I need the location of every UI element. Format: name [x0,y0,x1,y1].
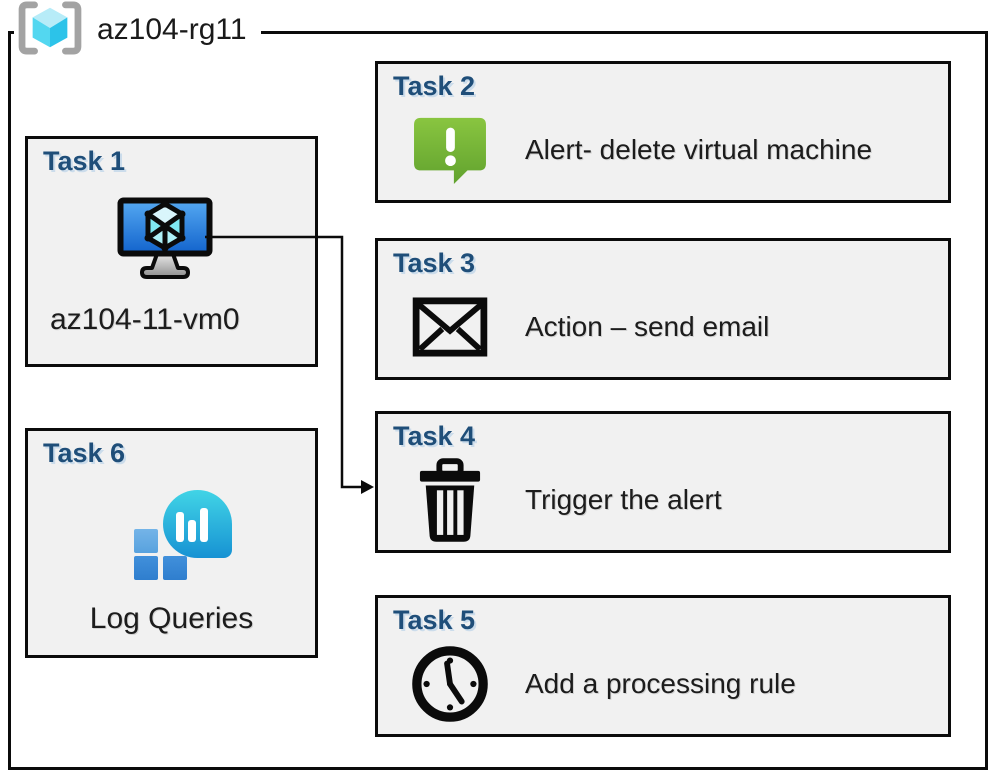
task-4-title: Task 4 [393,421,476,451]
log-queries-icon [134,486,232,582]
bar-chart-bar [200,508,208,542]
log-queries-square [163,556,187,580]
alert-message-icon [408,115,492,185]
resource-group-icon [18,0,82,60]
task-box-3: Task 3 Action – send email [375,238,951,380]
resource-group-header: az104-rg11 [14,0,261,60]
bar-chart-bar [188,520,196,542]
task-6-title: Task 6 [43,438,126,468]
task-box-1: Task 1 [25,136,318,367]
bar-chart-bar [176,512,184,542]
email-envelope-icon [408,297,492,357]
task-box-4: Task 4 Trigger the alert [375,411,951,553]
log-queries-bubble [163,490,232,558]
clock-icon [408,645,492,723]
task-5-title: Task 5 [393,605,476,635]
task-box-5: Task 5 Add a processing rule [375,595,951,737]
log-queries-square [134,529,158,553]
task-4-label: Trigger the alert [525,484,722,515]
task-6-label: Log Queries [89,602,254,635]
task-2-title: Task 2 [393,71,476,101]
task-1-label: az104-11-vm0 [50,303,240,336]
virtual-machine-icon [117,197,213,281]
task-2-label: Alert- delete virtual machine [525,134,873,165]
task-box-2: Task 2 Alert- delete virtual machine [375,61,951,203]
task-3-title: Task 3 [393,248,476,278]
task-5-label: Add a processing rule [525,668,796,699]
resource-group-name: az104-rg11 [97,13,247,46]
task-1-title: Task 1 [43,146,126,176]
log-queries-square [134,556,158,580]
task-3-label: Action – send email [525,311,770,342]
task-box-6: Task 6 Log Queries [25,428,318,658]
trash-delete-icon [408,457,492,543]
